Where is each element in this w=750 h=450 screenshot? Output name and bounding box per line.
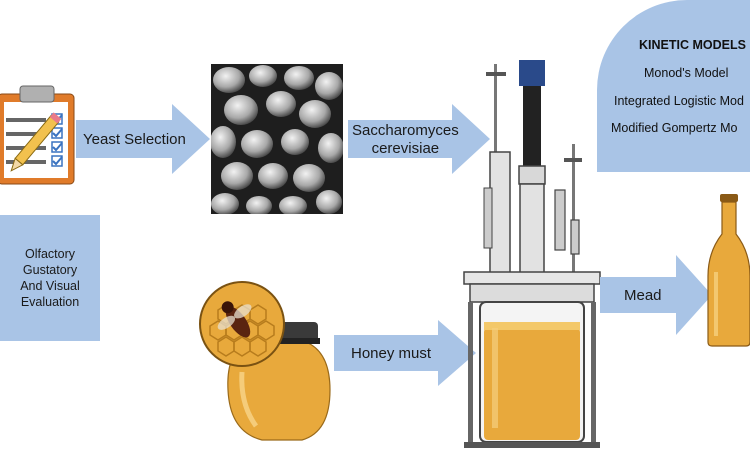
arrow-honey-must (334, 320, 476, 386)
eval-line1: Olfactory (24, 247, 75, 261)
mead-bottle-icon (706, 192, 750, 348)
yeast-selection-label: Yeast Selection (83, 131, 186, 148)
model-logistic: Integrated Logistic Mod (614, 94, 744, 108)
eval-line4: Evaluation (20, 295, 80, 309)
arrow-yeast-selection (76, 104, 210, 174)
saccharomyces-label: Saccharomyces cerevisiae (352, 122, 459, 158)
arrow-mead (600, 255, 712, 335)
model-monod: Monod's Model (644, 66, 729, 80)
kinetic-models-title: KINETIC MODELS (639, 38, 746, 52)
kinetic-models-bubble: KINETIC MODELS Monod's Model Integrated … (597, 0, 750, 172)
model-gompertz: Modified Gompertz Mo (611, 121, 738, 135)
evaluation-box: Olfactory Gustatory And Visual Evaluatio… (0, 215, 100, 341)
mead-label: Mead (624, 287, 662, 304)
yeast-micrograph-image (211, 64, 343, 214)
eval-line3: And Visual (20, 279, 80, 293)
eval-line2: Gustatory (22, 263, 78, 277)
bioreactor-icon (462, 58, 602, 450)
clipboard-checklist-icon (0, 80, 80, 188)
honey-jar-icon (198, 280, 333, 445)
saccharomyces-line2: cerevisiae (371, 140, 440, 157)
saccharomyces-line1: Saccharomyces (352, 122, 459, 139)
honey-must-label: Honey must (351, 345, 432, 362)
arrow-saccharomyces (348, 104, 490, 174)
